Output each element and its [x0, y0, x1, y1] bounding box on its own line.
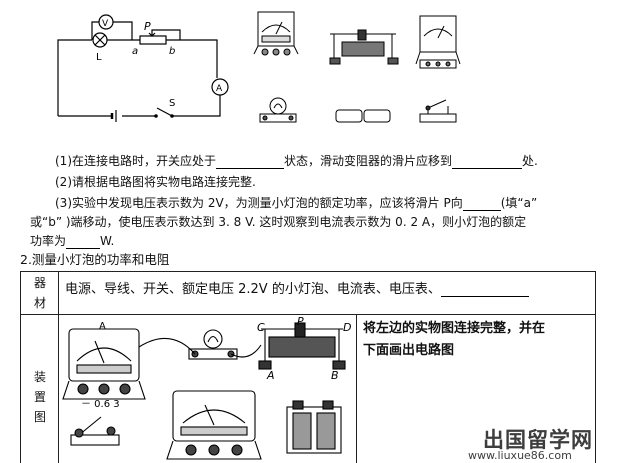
answer-blank-1[interactable]	[216, 156, 284, 169]
large-bulb-drawing	[188, 329, 238, 360]
row-header-setup-2: 置	[33, 390, 46, 404]
ammeter-drawing	[415, 15, 461, 69]
question-1: (1)在连接电路时，开关应处于状态，滑动变阻器的滑片应移到处.	[55, 154, 538, 169]
apparatus-figure: － 0.6 3 A C P D A B	[62, 317, 351, 460]
rheostat-drawing	[329, 29, 399, 65]
battery-drawing	[335, 109, 391, 123]
header-column-divider	[58, 272, 59, 463]
end-a-label: a	[132, 46, 138, 57]
rheostat-slider-p: P	[297, 317, 304, 328]
row-header-setup-1: 装	[33, 370, 46, 384]
row-header-setup-3: 图	[33, 410, 46, 424]
question-3-line-1: (3)实验中发现电压表示数为 2V，为测量小灯泡的额定功率，应该将滑片 P向(填…	[55, 196, 538, 211]
row-header-equipment-2: 材	[33, 296, 46, 310]
watermark-cn: 出国留学网	[483, 428, 593, 452]
switch-label: S	[169, 98, 175, 109]
answer-blank-4[interactable]	[66, 236, 101, 249]
rheostat-terminal-b: B	[331, 369, 339, 382]
rheostat-terminal-d: D	[343, 321, 351, 334]
question-2: (2)请根据电路图将实物电路连接完整.	[55, 175, 256, 189]
instruction-line-2: 下面画出电路图	[363, 343, 455, 358]
figure-column-divider	[356, 315, 357, 463]
lamp-label: L	[96, 52, 102, 63]
question-3-line-2: 或“b” )端移动，使电压表示数达到 3. 8 V. 这时观察到电流表示数为 0…	[30, 215, 527, 229]
large-voltmeter-drawing	[166, 390, 262, 460]
ammeter-face-label: A	[99, 321, 106, 332]
instruction-line-1: 将左边的实物图连接完整，并在	[363, 321, 546, 336]
watermark-url: www.liuxue86.com	[468, 449, 572, 462]
equipment-list: 电源、导线、开关、额定电压 2.2V 的小灯泡、电流表、电压表、	[65, 278, 529, 297]
row-divider	[21, 314, 595, 315]
voltmeter-drawing	[253, 11, 299, 56]
large-ammeter-drawing	[62, 328, 146, 400]
end-b-label: b	[169, 46, 175, 57]
large-switch-drawing	[70, 416, 120, 446]
row-header-equipment-1: 器	[33, 276, 46, 290]
rheostat-terminal-c: C	[257, 321, 265, 334]
slider-label: P	[144, 20, 151, 33]
voltmeter-label: V	[102, 19, 109, 29]
answer-blank-2[interactable]	[452, 156, 523, 169]
switch-drawing	[419, 99, 457, 123]
large-rheostat-drawing	[258, 322, 346, 370]
large-battery-drawing	[286, 400, 342, 454]
ammeter-scale-label: － 0.6 3	[81, 399, 120, 410]
ammeter-label: A	[216, 84, 223, 94]
section-title: 2.测量小灯泡的功率和电阻	[20, 252, 170, 267]
equipment-blank[interactable]	[440, 282, 529, 297]
experiment-table: 器 材 电源、导线、开关、额定电压 2.2V 的小灯泡、电流表、电压表、 装 置…	[20, 271, 596, 463]
answer-blank-3[interactable]	[462, 198, 501, 211]
bulb-drawing	[259, 97, 297, 123]
rheostat-terminal-a: A	[266, 369, 275, 382]
apparatus-drawings	[253, 11, 461, 123]
circuit-schematic: V L P a b A S	[57, 14, 229, 122]
